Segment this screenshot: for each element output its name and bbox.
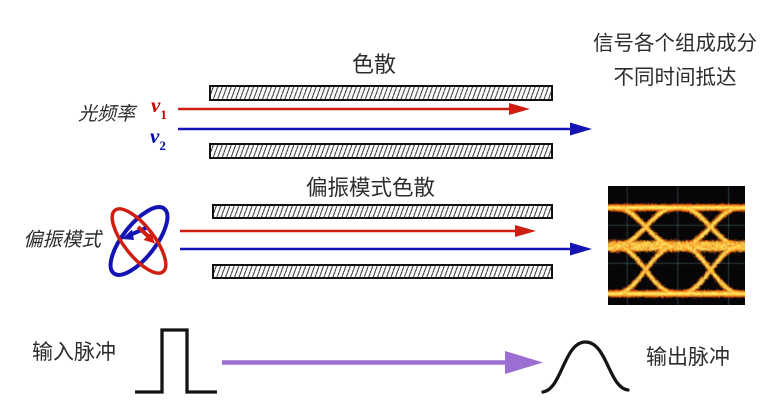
fiber-wall-bottom-2 (212, 264, 553, 279)
fiber-wall-top-2 (212, 204, 553, 219)
nu2-label: ν2 (150, 126, 166, 150)
eye-diagram-image (608, 186, 745, 305)
polarization-blue-vector-icon (122, 228, 146, 240)
output-pulse-label: 输出脉冲 (646, 341, 730, 371)
input-pulse-waveform (135, 330, 217, 392)
fiber-wall-top-1 (209, 85, 553, 101)
polarization-red-vector-icon (138, 227, 155, 244)
pmd-red-arrow (180, 225, 536, 237)
optical-frequency-label: 光频率 (78, 99, 135, 126)
polarization-ellipses-icon (101, 199, 177, 284)
nu1-red-arrow (178, 103, 530, 115)
output-pulse-waveform (543, 342, 628, 392)
pmd-title: 偏振模式色散 (306, 171, 435, 202)
fiber-wall-bottom-1 (209, 143, 553, 159)
input-pulse-label: 输入脉冲 (32, 336, 116, 366)
pmd-blue-arrow (180, 243, 592, 256)
nu2-blue-arrow (178, 123, 592, 136)
polarization-mode-label: 偏振模式 (23, 223, 101, 252)
arrival-note-line2: 不同时间抵达 (584, 60, 765, 90)
propagation-purple-arrow (222, 351, 543, 374)
chromatic-dispersion-title: 色散 (352, 47, 396, 79)
nu1-label: ν1 (151, 95, 167, 119)
arrival-note-line1: 信号各个组成成分 (584, 26, 765, 56)
